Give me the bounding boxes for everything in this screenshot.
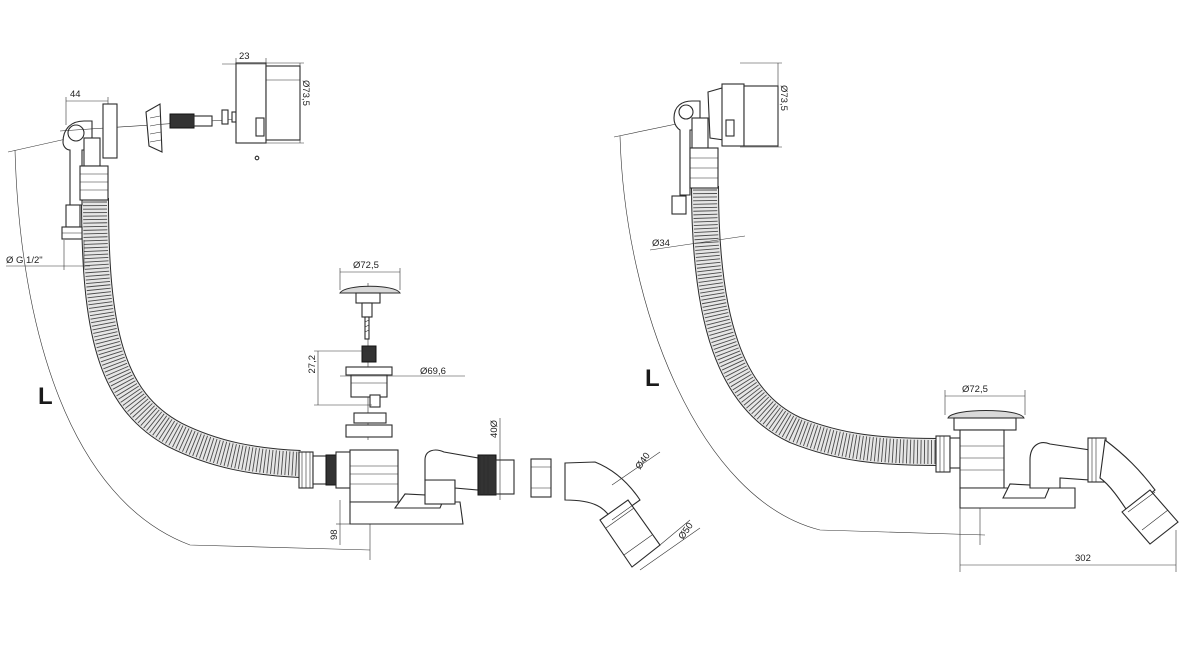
right-overflow-assembly: Ø73,5 xyxy=(671,62,789,215)
left-height-27-2: 27,2 xyxy=(307,355,318,374)
left-height-98: 98 xyxy=(329,529,340,540)
right-assembled-view: L Ø73,5 Ø34 xyxy=(613,62,1179,572)
right-length-label: L xyxy=(645,365,660,392)
left-exploded-view: L 44 Ø G 1/2" xyxy=(6,51,701,571)
right-length-302: 302 xyxy=(1075,553,1091,564)
left-dia-69-6: Ø69,6 xyxy=(420,366,446,377)
left-dia-40-vertical: 40Ø xyxy=(489,419,500,438)
left-overflow-elbow xyxy=(61,120,109,240)
left-width-23: 23 xyxy=(239,51,250,62)
left-length-arc xyxy=(14,149,371,551)
right-dia-34: Ø34 xyxy=(652,238,670,249)
left-flexible-hose xyxy=(81,197,301,478)
left-overflow-parts xyxy=(59,62,301,161)
left-waste-parts: Ø72,5 Ø69,6 27,2 xyxy=(307,260,465,440)
right-length-arc xyxy=(619,135,986,536)
left-length-label: L xyxy=(38,383,53,410)
left-dia-40: Ø40 xyxy=(633,451,652,472)
left-waste-body xyxy=(298,449,552,525)
left-dia-72-5: Ø72,5 xyxy=(353,260,379,271)
left-width-44: 44 xyxy=(70,89,81,100)
left-dia-50: Ø50 xyxy=(676,521,695,542)
right-waste-assembly: Ø72,5 xyxy=(935,384,1179,545)
left-dia-73-5: Ø73,5 xyxy=(300,80,311,106)
left-thread-dim: Ø G 1/2" xyxy=(6,255,43,266)
right-flexible-hose xyxy=(691,185,939,466)
right-dia-73-5: Ø73,5 xyxy=(778,85,789,111)
left-outlet-elbow: Ø40 Ø50 xyxy=(564,451,701,571)
right-dia-72-5: Ø72,5 xyxy=(962,384,988,395)
